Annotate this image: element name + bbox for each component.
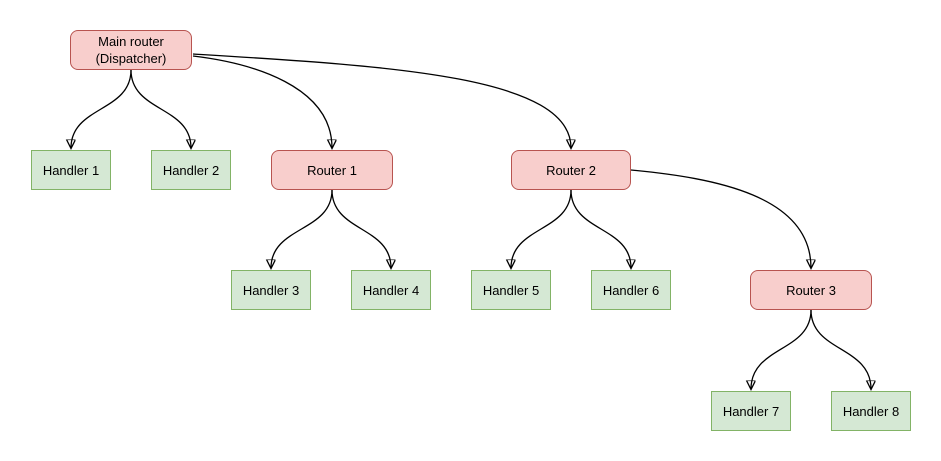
node-handler-1: Handler 1 — [31, 150, 111, 190]
node-label: Handler 5 — [482, 282, 540, 298]
node-router-1: Router 1 — [271, 150, 393, 190]
node-label: Router 3 — [786, 282, 836, 298]
node-label: Router 1 — [307, 162, 357, 178]
node-label: Handler 2 — [162, 162, 220, 178]
node-router-3: Router 3 — [750, 270, 872, 310]
node-handler-5: Handler 5 — [471, 270, 551, 310]
edge-router3-to-handler7 — [751, 309, 812, 389]
node-label: Handler 6 — [602, 282, 660, 298]
edge-router2-to-handler5 — [511, 189, 572, 268]
node-handler-8: Handler 8 — [831, 391, 911, 431]
edge-main-to-handler2 — [130, 69, 191, 148]
node-handler-3: Handler 3 — [231, 270, 311, 310]
edge-router2-to-router3 — [630, 169, 811, 268]
node-label: Handler 8 — [842, 403, 900, 419]
node-label: Main router — [98, 34, 164, 49]
edge-router3-to-handler8 — [810, 309, 871, 389]
edge-main-to-handler1 — [71, 69, 132, 148]
node-label: Handler 7 — [722, 403, 780, 419]
node-main-router: Main router (Dispatcher) — [70, 30, 192, 70]
node-label: Handler 1 — [42, 162, 100, 178]
node-handler-2: Handler 2 — [151, 150, 231, 190]
node-router-2: Router 2 — [511, 150, 631, 190]
edge-main-to-router1 — [192, 55, 332, 148]
node-label: Handler 3 — [242, 282, 300, 298]
node-label: Router 2 — [546, 162, 596, 178]
node-sublabel: (Dispatcher) — [95, 51, 167, 66]
node-handler-6: Handler 6 — [591, 270, 671, 310]
edge-router2-to-handler6 — [570, 189, 631, 268]
edge-router1-to-handler4 — [331, 189, 391, 268]
node-handler-7: Handler 7 — [711, 391, 791, 431]
node-handler-4: Handler 4 — [351, 270, 431, 310]
node-label: Handler 4 — [362, 282, 420, 298]
edge-main-to-router2 — [192, 53, 571, 148]
edge-router1-to-handler3 — [271, 189, 333, 268]
